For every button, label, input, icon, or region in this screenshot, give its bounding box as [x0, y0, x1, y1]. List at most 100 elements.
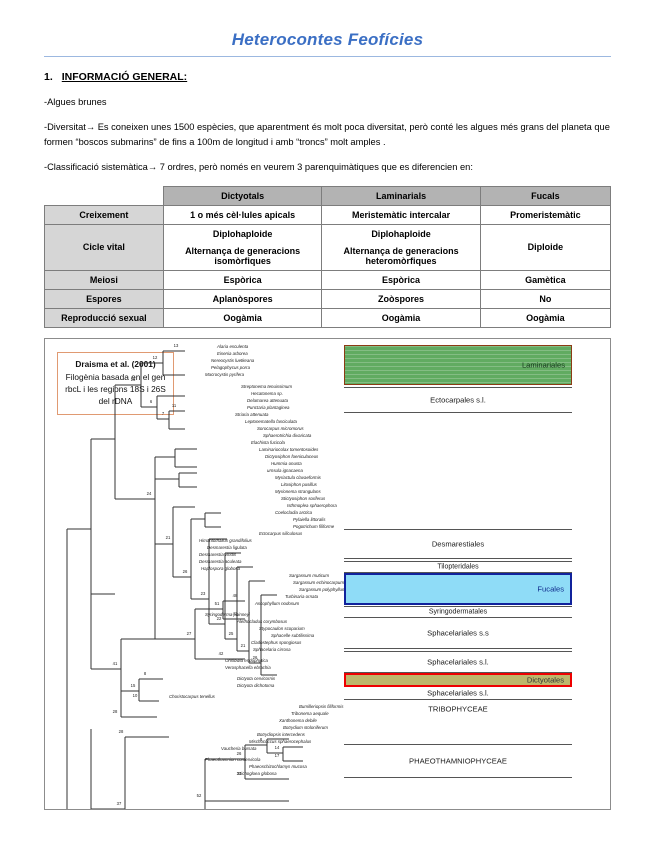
cell-espores-fucals: No	[479, 288, 612, 309]
svg-text:26: 26	[183, 569, 188, 574]
clade-label-dictyotales: Dictyotales	[526, 675, 564, 685]
table-row: Cicle vital Diplohaploide Alternança de …	[44, 223, 612, 271]
svg-text:21: 21	[166, 535, 171, 540]
clade-box-dictyotales: Dictyotales	[344, 672, 572, 687]
svg-text:51: 51	[215, 601, 220, 606]
svg-text:23: 23	[201, 591, 206, 596]
row-header-espores: Espores	[44, 288, 164, 309]
svg-text:28: 28	[119, 729, 124, 734]
taxon-label: Dictyota cervicornis	[237, 675, 276, 681]
taxon-label: Stypocaulon scoparium	[259, 625, 305, 631]
paragraph-classificacio: -Classificació sistemàtica→ 7 ordres, pe…	[44, 162, 473, 173]
row-header-reproduccio: Reproducció sexual	[44, 307, 164, 328]
svg-text:43: 43	[233, 611, 238, 616]
taxon-label: Mischococcus sphaerocephalus	[249, 738, 312, 744]
clade-label-syringodermatales: Syringodermatales	[428, 608, 488, 616]
page-title: Heterocontes Feofícies	[231, 30, 424, 49]
svg-text:27: 27	[187, 631, 192, 636]
svg-text:7: 7	[162, 411, 165, 416]
cell-creixement-laminarials: Meristemàtic intercalar	[321, 204, 481, 225]
phylogenetic-tree-figure: Draisma et al. (2001) Filogènia basada e…	[44, 337, 611, 810]
clade-label-sphacelariales-sl-1: Sphacelariales s.l.	[427, 657, 489, 667]
taxon-label: Elachista fucicola	[251, 439, 285, 445]
cell-creixement-dictyotals: 1 o més cèl·lules apicals	[162, 204, 323, 225]
taxon-label: Sphaerotrichia divaricata	[263, 432, 312, 438]
svg-text:8: 8	[144, 671, 147, 676]
svg-text:37: 37	[117, 801, 122, 806]
clade-box-phaeothamniophyceae: PHAEOTHAMNIOPHYCEAE	[344, 743, 572, 778]
taxon-label: Choristocarpus tenellus	[169, 693, 215, 699]
row-header-creixement: Creixement	[44, 204, 164, 225]
svg-text:8: 8	[260, 737, 263, 742]
column-header-dictyotals: Dictyotals	[162, 185, 323, 206]
taxon-label: Nereocystis luetkeana	[211, 357, 255, 363]
cell-meiosi-fucals: Gamètica	[479, 269, 612, 290]
clade-box-laminariales: Laminariales	[344, 344, 572, 385]
svg-text:25: 25	[229, 631, 234, 636]
cell-cicle-fucals: Diploide	[479, 223, 612, 271]
taxon-label: Stictyosiphon soriferus	[281, 495, 326, 501]
taxon-label: Onslowia endophytica	[225, 657, 268, 663]
taxon-label: Ascophyllum nodosum	[255, 600, 300, 606]
clade-box-syringodermatales: Syringodermatales	[344, 605, 572, 618]
cell-meiosi-dictyotals: Espòrica	[162, 269, 323, 290]
table-row: Meiosi Espòrica Espòrica Gamètica	[44, 269, 612, 290]
cell-espores-laminarials: Zoòspores	[321, 288, 481, 309]
paragraph-diversitat: -Diversitat→ Es coneixen unes 1500 espèc…	[44, 122, 610, 147]
cell-espores-dictyotals: Aplanòspores	[162, 288, 323, 309]
callout-citation: Draisma et al. (2001)	[75, 358, 156, 369]
taxon-label: Eisenia arborea	[217, 350, 248, 356]
clade-label-sphacelariales-ss: Sphacelariales s.s	[427, 628, 489, 638]
taxon-label: Bumilleriopsis filiformis	[299, 703, 344, 709]
taxon-label: Phaeoschizochlamys mucosa	[249, 763, 307, 769]
taxon-label: Desmarestia aculeata	[199, 558, 242, 564]
taxon-label: Haplospora globosa	[201, 565, 241, 571]
green-hatch-pattern	[345, 345, 571, 384]
cell-line1: Diplohaploide	[371, 228, 431, 239]
cell-reproduccio-fucals: Oogàmia	[479, 307, 612, 328]
svg-text:6: 6	[150, 399, 153, 404]
taxon-label: Myriactula clavaeformis	[275, 474, 321, 480]
taxon-label: Punctaria plantaginea	[247, 404, 290, 410]
svg-text:28: 28	[113, 709, 118, 714]
taxon-label: Leptonematella fasciculata	[245, 418, 297, 424]
table-corner-cell	[45, 186, 164, 205]
document-body: 1. INFORMACIÓ GENERAL: -Algues brunes -D…	[0, 57, 655, 328]
section-title: INFORMACIÓ GENERAL:	[61, 71, 188, 83]
section-heading: 1. INFORMACIÓ GENERAL:	[44, 71, 611, 83]
cell-reproduccio-dictyotals: Oogàmia	[162, 307, 323, 328]
cell-creixement-fucals: Promeristemàtic	[479, 204, 612, 225]
clade-label-desmarestiales: Desmarestiales	[431, 539, 485, 549]
taxon-label: Streptonema tenuissimum	[241, 383, 293, 389]
taxon-label: Cladostephus spongiosus	[251, 639, 302, 645]
clade-label-tilopteridales: Tilopteridales	[437, 563, 479, 571]
section-number: 1.	[44, 71, 53, 83]
clade-label-phaeothamniophyceae: PHAEOTHAMNIOPHYCEAE	[409, 756, 507, 766]
svg-text:14: 14	[275, 745, 280, 750]
svg-text:24: 24	[147, 491, 152, 496]
clade-box-tribophyceae: TRIBOPHYCEAE	[344, 700, 572, 718]
svg-text:22: 22	[217, 616, 222, 621]
taxon-label: Laminariocolax tomentosoides	[259, 446, 319, 452]
taxon-label: Sorocarpus micromorus	[257, 425, 304, 431]
taxon-label: Hummia onusta	[271, 460, 302, 466]
taxon-label: Alethocladus corymbosus	[237, 618, 288, 624]
taxon-label: Vaucheria bursata	[221, 745, 257, 751]
svg-text:10: 10	[133, 693, 138, 698]
row-header-cicle-vital: Cicle vital	[44, 223, 164, 271]
taxon-label: Dictyosiphon foeniculaceus	[265, 453, 319, 459]
svg-text:26: 26	[253, 655, 258, 660]
svg-text:42: 42	[219, 651, 224, 656]
comparison-table: Dictyotals Laminarials Fucals Creixement…	[44, 185, 612, 328]
cell-meiosi-laminarials: Espòrica	[321, 269, 481, 290]
taxon-label: Dictyota dichotoma	[237, 682, 275, 688]
table-row: Creixement 1 o més cèl·lules apicals Mer…	[44, 204, 612, 225]
svg-text:48: 48	[233, 593, 238, 598]
taxon-label: Xanthonema debile	[279, 717, 317, 723]
svg-text:12: 12	[153, 355, 158, 360]
clade-label-ectocarpales: Ectocarpales s.l.	[430, 395, 486, 405]
cell-cicle-dictyotals: Diplohaploide Alternança de generacions …	[162, 223, 323, 271]
cell-cicle-laminarials: Diplohaploide Alternança de generacions …	[321, 223, 481, 271]
callout-draisma: Draisma et al. (2001) Filogènia basada e…	[57, 351, 174, 415]
